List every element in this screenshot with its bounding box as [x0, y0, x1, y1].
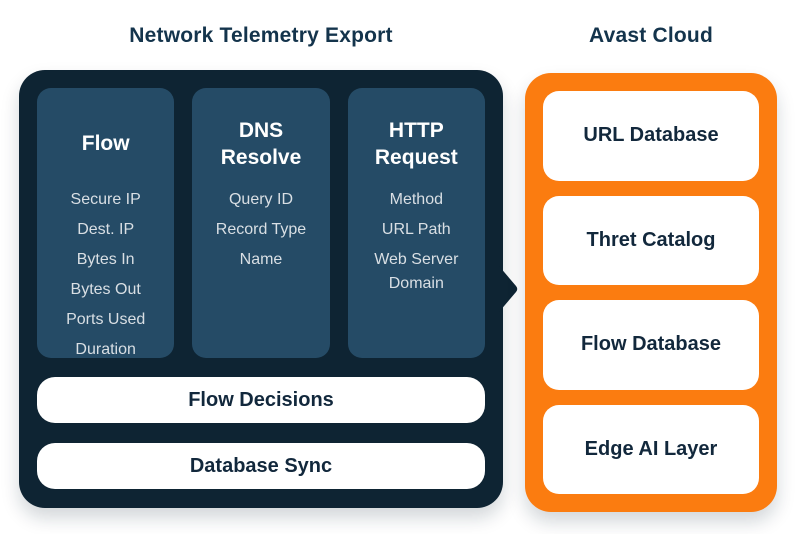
card-edge-ai-layer: Edge AI Layer [543, 404, 759, 494]
card-thret-catalog: Thret Catalog [543, 195, 759, 285]
card-url-database: URL Database [543, 91, 759, 181]
column-header-dns-resolve: DNS Resolve [220, 118, 302, 169]
column-header-flow: Flow [81, 132, 130, 156]
column-item: Record Type [215, 221, 307, 238]
column-item: Query ID [228, 191, 293, 208]
column-item: Duration [75, 341, 136, 358]
telemetry-columns-row: Flow Secure IP Dest. IP Bytes In Bytes O… [37, 88, 485, 358]
telemetry-column-http-request: HTTP Request Method URL Path Web Server … [347, 88, 485, 358]
telemetry-title: Network Telemetry Export [129, 24, 393, 47]
telemetry-column-flow: Flow Secure IP Dest. IP Bytes In Bytes O… [37, 88, 175, 358]
telemetry-column-dns-resolve: DNS Resolve Query ID Record Type Name [192, 88, 330, 358]
column-item: Name [239, 251, 283, 268]
column-item: Web Server Domain [374, 251, 459, 292]
column-item: URL Path [381, 221, 451, 238]
column-item: Bytes In [76, 251, 135, 268]
column-item: Secure IP [70, 191, 141, 208]
column-items-dns-resolve: Query ID Record Type Name [202, 188, 319, 272]
column-items-http-request: Method URL Path Web Server Domain [358, 188, 475, 296]
arrow-right-icon [499, 266, 518, 312]
telemetry-panel: Flow Secure IP Dest. IP Bytes In Bytes O… [19, 70, 503, 508]
flow-decisions-bar: Flow Decisions [37, 377, 485, 423]
column-item: Dest. IP [77, 221, 135, 238]
card-flow-database: Flow Database [543, 300, 759, 390]
database-sync-bar: Database Sync [37, 443, 485, 489]
column-items-flow: Secure IP Dest. IP Bytes In Bytes Out Po… [47, 188, 164, 362]
column-header-http-request: HTTP Request [374, 118, 458, 169]
cloud-panel: URL Database Thret Catalog Flow Database… [525, 73, 777, 512]
column-item: Ports Used [66, 311, 146, 328]
cloud-title: Avast Cloud [589, 24, 713, 47]
column-item: Method [389, 191, 443, 208]
column-item: Bytes Out [70, 281, 141, 298]
